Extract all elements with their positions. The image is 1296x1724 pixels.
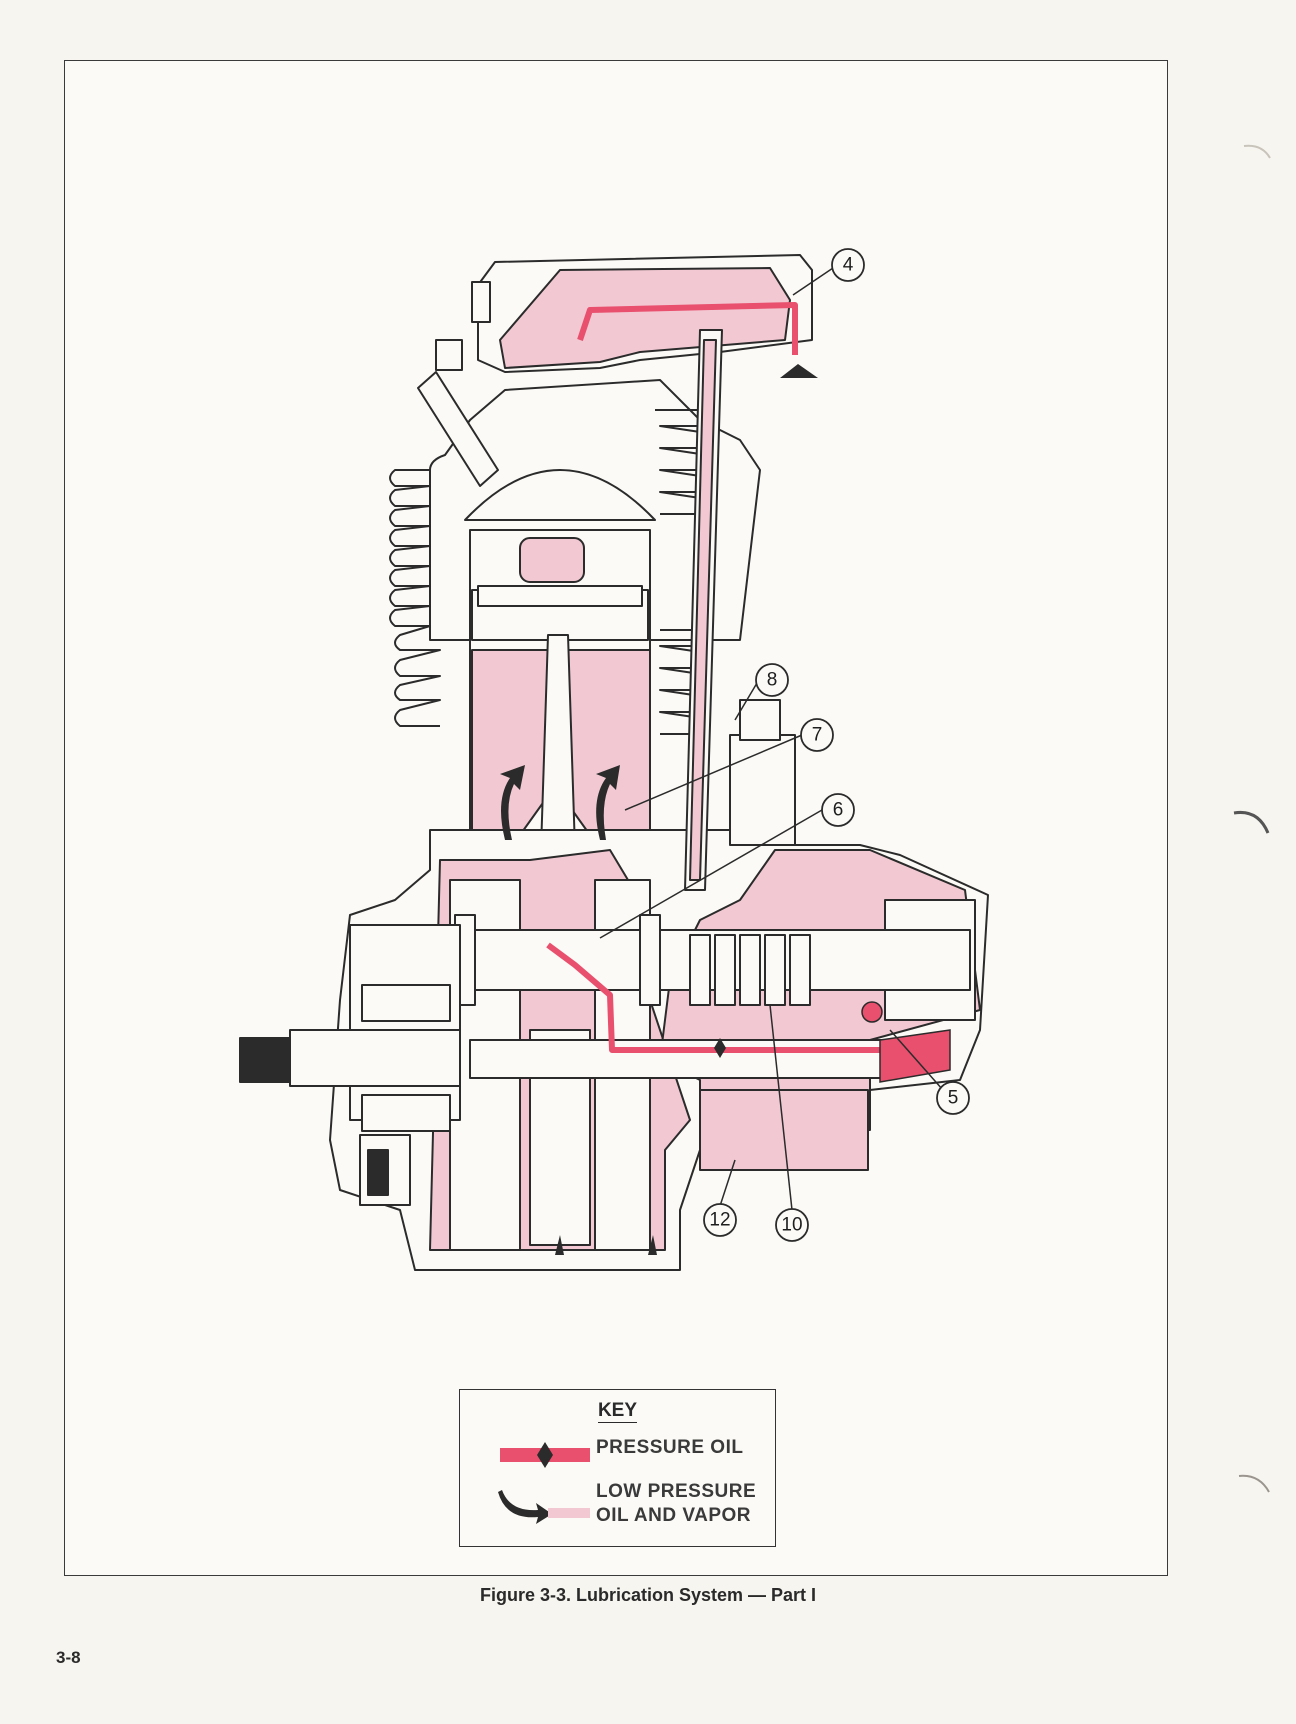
wrist-pin — [477, 585, 643, 607]
cam-gear-stack — [689, 934, 811, 1006]
head-bolt — [471, 281, 491, 323]
left-magnet-core — [367, 1149, 389, 1196]
callout-10 — [775, 1208, 809, 1242]
sprocket-spline — [239, 1037, 291, 1083]
page-number: 3-8 — [56, 1648, 81, 1667]
low-pressure-label-line-1: LOW PRESSURE — [596, 1481, 757, 1502]
low-pressure-arrow-icon — [498, 1490, 552, 1524]
piston-crown-oil — [519, 537, 585, 583]
figure-caption: Figure 3-3. Lubrication System — Part I — [479, 1585, 817, 1605]
callout-7 — [800, 718, 834, 752]
timing-shaft-lower — [469, 1039, 891, 1079]
callout-label-12: 12 — [709, 1210, 730, 1231]
pressure-arrow-up — [780, 364, 818, 378]
low-pressure-label-line-2: OIL AND VAPOR — [596, 1505, 751, 1526]
left-bearing-race-bottom — [361, 1094, 451, 1132]
low-pressure-flow-arrows — [500, 765, 657, 1255]
callout-circles — [703, 248, 970, 1242]
binder-hole-mark-middle — [1233, 810, 1270, 834]
callout-labels: 4 8 7 6 5 12 10 — [709, 255, 958, 1236]
tappet-block — [729, 734, 796, 846]
left-bearing-race-top — [361, 984, 451, 1022]
callout-label-8: 8 — [767, 670, 778, 691]
key-title: KEY — [460, 1400, 775, 1423]
binder-hole-mark-bottom — [1238, 1474, 1270, 1493]
callout-label-6: 6 — [833, 800, 844, 821]
check-valve-marker — [714, 1038, 726, 1058]
callout-12 — [703, 1203, 737, 1237]
combustion-dome — [464, 469, 656, 521]
tappet-guide — [739, 699, 781, 741]
pressure-oil-valve-icon — [537, 1442, 553, 1468]
callout-leaders — [599, 267, 951, 1211]
callout-5 — [936, 1081, 970, 1115]
oil-pump-gear — [861, 1001, 883, 1023]
left-main-bearing — [349, 924, 461, 1121]
callout-label-5: 5 — [948, 1088, 959, 1109]
sprocket-shaft — [289, 1029, 461, 1087]
callout-8 — [755, 663, 789, 697]
key-legend: KEY PRESSURE OIL LOW PRESSURE OIL AND VA… — [459, 1389, 776, 1547]
spark-plug — [417, 371, 499, 487]
callout-label-7: 7 — [812, 725, 823, 746]
binder-hole-mark-top — [1243, 144, 1271, 159]
low-pressure-swatch — [548, 1508, 590, 1518]
callout-4 — [831, 248, 865, 282]
pressure-oil-label: PRESSURE OIL — [596, 1437, 744, 1458]
callout-label-10: 10 — [781, 1215, 802, 1236]
left-cooling-fins — [389, 469, 441, 727]
callout-6 — [821, 793, 855, 827]
spark-plug-nut — [435, 339, 463, 371]
pressure-oil-path — [546, 302, 880, 1053]
pressure-oil-reservoir — [879, 1029, 951, 1083]
callout-label-4: 4 — [843, 255, 854, 276]
crankshaft-journal-right — [639, 914, 661, 1006]
key-swatches — [498, 1442, 590, 1524]
key-title-text: KEY — [597, 1400, 638, 1423]
